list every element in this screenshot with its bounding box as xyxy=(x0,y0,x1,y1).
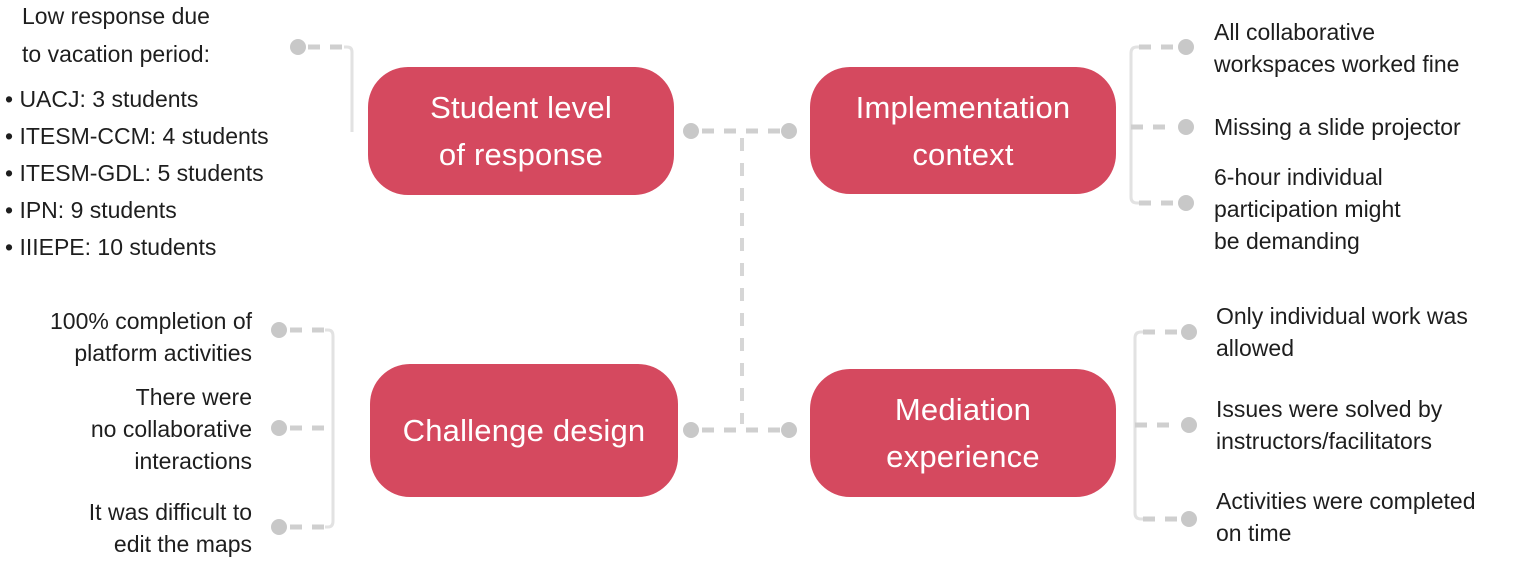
bracket-challenge-design xyxy=(271,322,335,535)
connector-top-row xyxy=(683,123,797,139)
node-challenge-design[interactable]: Challenge design xyxy=(370,364,678,497)
bracket-mediation-experience xyxy=(1133,324,1197,527)
annotation-implementation-2: Missing a slide projector xyxy=(1214,114,1461,140)
annotation-student-response-bullets: • UACJ: 3 students• ITESM-CCM: 4 student… xyxy=(5,86,269,260)
bracket-student-response xyxy=(290,39,354,132)
connector-bottom-row xyxy=(683,422,797,438)
bracket-implementation-context xyxy=(1129,39,1194,211)
